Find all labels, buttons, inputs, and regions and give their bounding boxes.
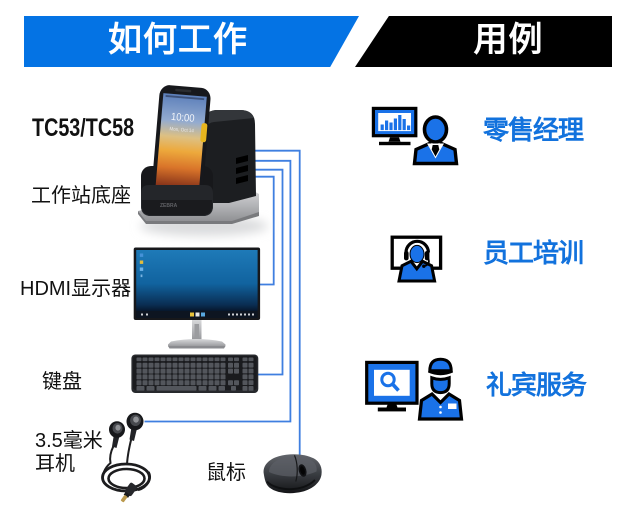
svg-text:Mon, Oct 14: Mon, Oct 14 <box>169 126 194 134</box>
svg-text:10:00: 10:00 <box>170 111 195 125</box>
svg-text:ZEBRA: ZEBRA <box>160 203 178 209</box>
